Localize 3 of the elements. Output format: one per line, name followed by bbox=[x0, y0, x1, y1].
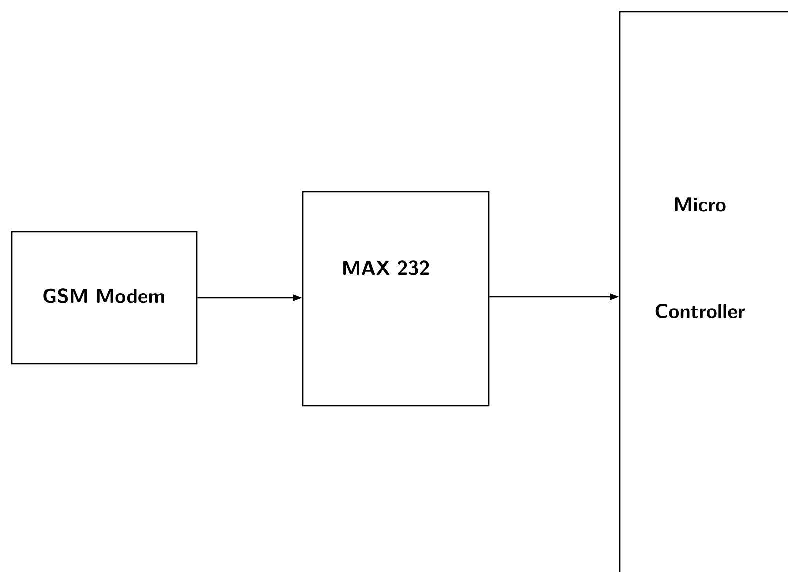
block-box: GSM Modem bbox=[11, 231, 198, 365]
block-box: MAX 232 bbox=[302, 191, 490, 407]
block-box: Micro Controller bbox=[619, 11, 788, 572]
